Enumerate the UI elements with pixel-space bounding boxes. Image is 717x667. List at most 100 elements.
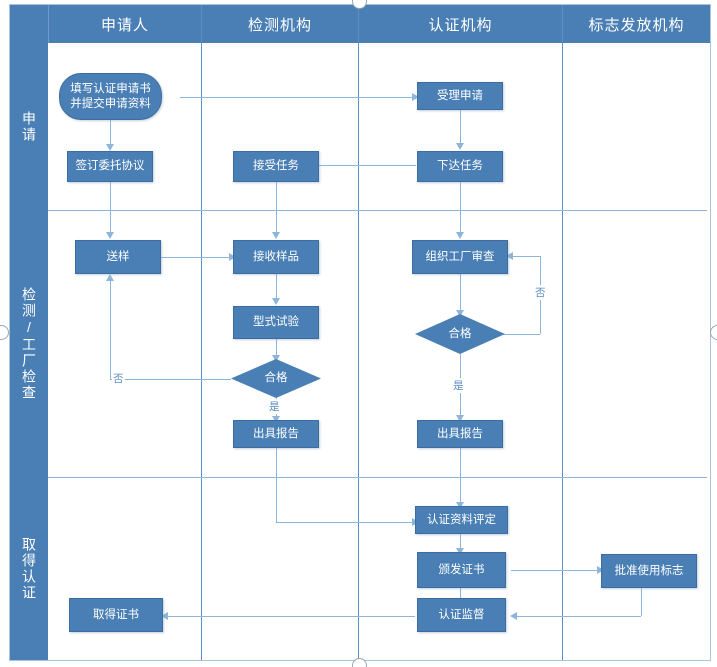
edge-approve-mark-to-supervision-h — [517, 616, 641, 617]
row-header-obtain[interactable]: 取得认证 — [21, 536, 37, 601]
node-accept-application[interactable]: 受理申请 — [417, 82, 503, 110]
edge-test-fail-arrow — [106, 274, 114, 281]
node-label: 出具报告 — [437, 427, 483, 440]
edge-test-pass-arrow — [272, 416, 280, 423]
node-type-test[interactable]: 型式试验 — [233, 306, 319, 339]
node-label: 接受任务 — [253, 160, 299, 173]
edge-send-sample-to-receive-sample-arrow — [229, 253, 236, 261]
row-header-apply[interactable]: 申请 — [21, 110, 37, 143]
edge-label-test-fail: 否 — [112, 371, 125, 386]
column-header-mark-org[interactable]: 标志发放机构 — [562, 5, 710, 43]
column-divider-1 — [201, 5, 202, 660]
edge-test-report-to-evaluation-h — [276, 522, 415, 523]
edge-cert-report-to-evaluation-arrow — [456, 502, 464, 509]
node-label: 接收样品 — [253, 250, 299, 263]
edge-send-sample-to-receive-sample — [161, 257, 233, 258]
node-label: 取得证书 — [93, 608, 139, 621]
edge-receive-task-to-receive-sample — [276, 182, 277, 236]
node-obtain-certificate[interactable]: 取得证书 — [69, 598, 163, 632]
edge-factory-fail-h1 — [500, 334, 540, 335]
node-label: 批准使用标志 — [614, 564, 684, 577]
edge-evaluation-to-issue-cert — [460, 534, 461, 552]
edge-assign-to-receive-task — [311, 165, 416, 166]
node-certification-evaluation[interactable]: 认证资料评定 — [415, 506, 508, 534]
row-header-inspection[interactable]: 检测/工厂检查 — [21, 286, 37, 401]
edge-factory-pass-arrow — [456, 415, 464, 422]
edge-factory-audit-to-qualified-arrow — [456, 310, 464, 317]
edge-factory-fail-h2 — [512, 256, 540, 257]
node-receive-sample[interactable]: 接收样品 — [233, 240, 319, 274]
edge-approve-mark-to-supervision-arrow — [510, 612, 517, 620]
node-label: 受理申请 — [437, 89, 483, 102]
edge-issue-cert-to-supervision — [460, 588, 461, 604]
edge-apply-to-agreement-arrow — [106, 144, 114, 151]
node-label: 型式试验 — [253, 316, 299, 329]
node-label: 认证监督 — [438, 608, 485, 621]
edge-apply-to-agreement — [110, 120, 111, 149]
bottom-handle[interactable] — [352, 658, 367, 667]
edge-label-factory-pass: 是 — [452, 378, 465, 393]
row-header-bar — [10, 5, 48, 660]
edge-label-test-pass: 是 — [268, 399, 281, 414]
edge-supervision-to-obtain-cert — [168, 616, 415, 617]
node-send-sample[interactable]: 送样 — [75, 240, 161, 274]
column-header-testing-org[interactable]: 检测机构 — [201, 5, 358, 43]
edge-supervision-to-obtain-cert-arrow — [161, 612, 168, 620]
node-label: 下达任务 — [437, 160, 483, 173]
node-label: 填写认证申请书 并提交申请资料 — [70, 83, 151, 110]
node-test-qualified-decision[interactable]: 合格 — [231, 359, 321, 398]
edge-accept-to-assign — [460, 110, 461, 148]
right-handle[interactable] — [710, 325, 717, 340]
edge-test-fail-horizontal — [110, 379, 231, 380]
row-divider-2 — [48, 477, 707, 478]
node-issue-certificate[interactable]: 颁发证书 — [417, 552, 506, 588]
edge-assign-to-factory-audit — [460, 182, 461, 236]
row-divider-1 — [48, 210, 707, 211]
left-handle[interactable] — [0, 325, 9, 340]
node-label: 颁发证书 — [438, 563, 485, 576]
edge-label-factory-fail: 否 — [534, 285, 547, 300]
edge-test-report-to-evaluation-v — [276, 448, 277, 522]
node-certification-supervision[interactable]: 认证监督 — [417, 598, 506, 632]
edge-issue-cert-to-approve-mark — [511, 570, 601, 571]
column-header-bar — [10, 5, 710, 43]
node-label: 认证资料评定 — [427, 513, 496, 526]
node-sign-entrustment-agreement[interactable]: 签订委托协议 — [67, 151, 153, 182]
edge-accept-to-assign-arrow — [456, 143, 464, 150]
node-label: 签订委托协议 — [75, 160, 145, 173]
node-fill-application-form[interactable]: 填写认证申请书 并提交申请资料 — [59, 73, 162, 120]
edge-factory-fail-arrow — [506, 252, 513, 260]
node-issue-audit-report[interactable]: 出具报告 — [417, 420, 503, 448]
node-label: 组织工厂审查 — [425, 250, 495, 263]
edge-evaluation-to-issue-cert-arrow — [456, 548, 464, 555]
edge-receive-sample-to-type-test-arrow — [272, 298, 280, 305]
edge-test-fail-vertical — [110, 279, 111, 379]
edge-apply-to-accept — [180, 97, 415, 98]
node-assign-task[interactable]: 下达任务 — [417, 151, 503, 182]
edge-approve-mark-to-supervision-v — [641, 588, 642, 616]
edge-issue-cert-to-approve-mark-arrow — [597, 566, 604, 574]
edge-agreement-to-send-sample-arrow — [106, 232, 114, 239]
node-issue-test-report[interactable]: 出具报告 — [233, 420, 319, 448]
edge-assign-to-factory-audit-arrow — [456, 232, 464, 239]
node-organize-factory-audit[interactable]: 组织工厂审查 — [412, 240, 508, 274]
edge-receive-task-to-receive-sample-arrow — [272, 232, 280, 239]
edge-receive-sample-to-type-test — [276, 274, 277, 302]
node-label: 合格 — [264, 372, 288, 385]
node-label: 送样 — [106, 250, 130, 263]
node-label: 合格 — [448, 327, 472, 340]
column-header-cert-org[interactable]: 认证机构 — [358, 5, 562, 43]
edge-factory-audit-to-qualified — [460, 274, 461, 314]
node-factory-qualified-decision[interactable]: 合格 — [415, 314, 505, 354]
column-divider-2 — [358, 5, 359, 660]
node-approve-mark-usage[interactable]: 批准使用标志 — [601, 554, 697, 588]
edge-type-test-to-qualified-arrow — [272, 355, 280, 362]
edge-type-test-to-qualified — [276, 339, 277, 359]
node-accept-task[interactable]: 接受任务 — [233, 151, 319, 182]
column-header-applicant[interactable]: 申请人 — [48, 5, 201, 43]
column-divider-3 — [562, 5, 563, 660]
edge-cert-report-to-evaluation — [460, 448, 461, 506]
edge-agreement-to-send-sample — [110, 182, 111, 236]
node-label: 出具报告 — [253, 427, 299, 440]
